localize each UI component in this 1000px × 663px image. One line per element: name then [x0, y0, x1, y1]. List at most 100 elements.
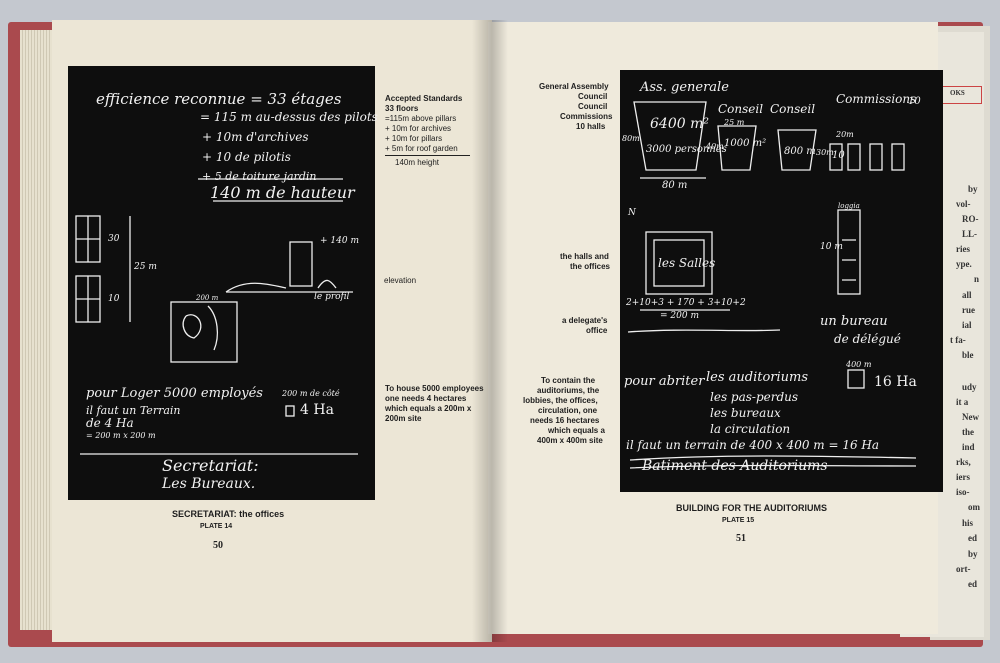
- chalk-dim-25m: 25 m: [134, 262, 157, 272]
- insert-text-fragment: ind: [962, 442, 975, 452]
- caption-auditoriums: BUILDING FOR THE AUDITORIUMS: [676, 503, 827, 513]
- chalk-3000-personnes: 3000 personnes: [646, 144, 727, 155]
- insert-text-fragment: rue: [962, 305, 975, 315]
- chalk-abriter-5: la circulation: [710, 422, 791, 436]
- note-contain-5: needs 16 hectares: [530, 416, 600, 425]
- note-archives: + 10m for archives: [385, 124, 452, 133]
- note-halls-1: the halls and: [560, 252, 609, 261]
- note-contain-2: auditoriums, the: [537, 386, 600, 395]
- note-140m-height: 140m height: [395, 158, 440, 167]
- chalk-house-2: il faut un Terrain: [86, 404, 181, 417]
- note-delegate-2: office: [586, 326, 608, 335]
- chalk-area-1000: 1000 m²: [724, 138, 767, 149]
- chalk-le-profil: le profil: [314, 292, 350, 302]
- insert-text-fragment: n: [974, 274, 980, 284]
- note-delegate-1: a delegate's: [562, 316, 608, 325]
- insert-text-fragment: ries: [956, 244, 970, 254]
- chalk-title-secretariat: Secretariat:: [162, 456, 259, 475]
- note-general-assembly: General Assembly: [539, 82, 609, 91]
- note-standards-heading: Accepted Standards: [385, 94, 463, 103]
- chalk-terrain: il faut un terrain de 400 x 400 m = 16 H…: [626, 438, 880, 452]
- plate-15: PLATE 15: [722, 517, 755, 524]
- blackboard-sketch-auditoriums: Ass. generale Conseil Conseil Commission…: [620, 70, 943, 492]
- insert-text-fragment: vol-: [956, 199, 971, 209]
- insert-text-fragment: rks,: [956, 457, 971, 467]
- chalk-16ha: 16 Ha: [874, 374, 917, 390]
- chalk-dim-10m: 10 m: [820, 242, 843, 252]
- chalk-area-800: 800 m: [784, 146, 816, 157]
- chalk-title-bureaux: Les Bureaux.: [162, 476, 256, 492]
- chalk-house-1: pour Loger 5000 employés: [86, 386, 263, 401]
- insert-text-fragment: his: [962, 518, 974, 528]
- note-house-1: To house 5000 employees: [385, 384, 484, 393]
- chalk-dim-25m: 25 m: [724, 118, 745, 127]
- insert-text-fragment: udy: [962, 382, 977, 392]
- note-pillars: + 10m for pillars: [385, 134, 443, 143]
- caption-secretariat: SECRETARIAT: the offices: [172, 509, 285, 519]
- note-contain-1: To contain the: [541, 376, 596, 385]
- chalk-line-archives: + 10m d'archives: [202, 130, 309, 144]
- insert-text-fragment: ort-: [956, 564, 971, 574]
- chalk-dim-10: 10: [108, 294, 120, 304]
- page-number-50: 50: [213, 540, 223, 551]
- chalk-conseil-1: Conseil: [718, 102, 764, 116]
- chalk-ass-generale: Ass. generale: [640, 80, 729, 95]
- note-33-floors: 33 floors: [385, 104, 419, 113]
- insert-text-fragment: RO-: [962, 214, 979, 224]
- note-council-1: Council: [578, 92, 608, 101]
- note-sum-rule: [385, 155, 470, 156]
- chalk-north: N: [628, 208, 636, 218]
- chalk-dim-80m: 80 m: [662, 180, 688, 191]
- book-gutter: [472, 20, 508, 642]
- note-115m: =115m above pillars: [385, 114, 457, 123]
- insert-text-fragment: the: [962, 427, 974, 437]
- note-house-2: one needs 4 hectares: [385, 394, 467, 403]
- note-10-halls: 10 halls: [576, 122, 606, 131]
- chalk-dim-200m: 200 m: [196, 294, 219, 302]
- chalk-house-4: = 200 m x 200 m: [86, 431, 156, 440]
- note-council-2: Council: [578, 102, 608, 111]
- blackboard-sketch-secretariat: efficience reconnue = 33 étages = 115 m …: [68, 66, 378, 500]
- chalk-abriter-4: les bureaux: [710, 406, 781, 420]
- insert-text-fragment: ype.: [956, 259, 972, 269]
- insert-text-fragment: om: [968, 502, 980, 512]
- note-contain-6: which equals a: [548, 426, 605, 435]
- note-roof-garden: + 5m for roof garden: [385, 144, 458, 153]
- chalk-les-salles: les Salles: [658, 256, 716, 270]
- insert-text-fragment: ble: [962, 350, 974, 360]
- note-elevation: elevation: [384, 276, 417, 285]
- insert-text-fragment: ed: [968, 579, 977, 589]
- insert-text-fragment: iers: [956, 472, 970, 482]
- chalk-dim-20m: 20m: [836, 130, 854, 139]
- chalk-conseil-2: Conseil: [770, 102, 816, 116]
- insert-text-fragment: ed: [968, 533, 977, 543]
- chalk-loggia: loggia: [838, 202, 860, 210]
- chalk-line-toiture: + 5 de toiture jardin: [202, 170, 317, 183]
- chalk-abriter-2: les auditoriums: [706, 370, 809, 385]
- chalk-line-115m: = 115 m au-dessus des pilots: [200, 110, 378, 124]
- chalk-drawing-auditoriums: [627, 101, 917, 469]
- chalk-abriter-3: les pas-perdus: [710, 390, 799, 404]
- note-contain-7: 400m x 400m site: [537, 436, 603, 445]
- chalk-line-140m: 140 m de hauteur: [210, 183, 355, 202]
- insert-tab-label: OKS: [950, 89, 965, 97]
- chalk-dim-30m: 30m: [816, 148, 834, 157]
- chalk-plus-140: + 140 m: [320, 236, 359, 246]
- chalk-house-3: de 4 Ha: [86, 416, 134, 430]
- chalk-dim-30: 30: [108, 234, 120, 244]
- insert-text-fragment: iso-: [956, 487, 970, 497]
- chalk-drawing-secretariat: [75, 178, 358, 455]
- chalk-commissions: Commissions: [836, 92, 917, 106]
- chalk-sum-200m: = 200 m: [660, 311, 699, 321]
- page-number-51: 51: [736, 533, 746, 544]
- insert-text-fragment: by: [968, 549, 978, 559]
- note-contain-4: circulation, one: [538, 406, 598, 415]
- chalk-side-label: 200 m de côté: [282, 389, 340, 398]
- chalk-area-6400: 6400 m²: [650, 116, 709, 132]
- note-contain-3: lobbies, the offices,: [523, 396, 598, 405]
- chalk-bureau-2: de délégué: [834, 332, 901, 346]
- chalk-abriter-1: pour abriter: [624, 374, 705, 389]
- chalk-sum: 2+10+3 + 170 + 3+10+2: [626, 298, 746, 308]
- chalk-dim-400m: 400 m: [846, 360, 872, 369]
- note-halls-2: the offices: [570, 262, 611, 271]
